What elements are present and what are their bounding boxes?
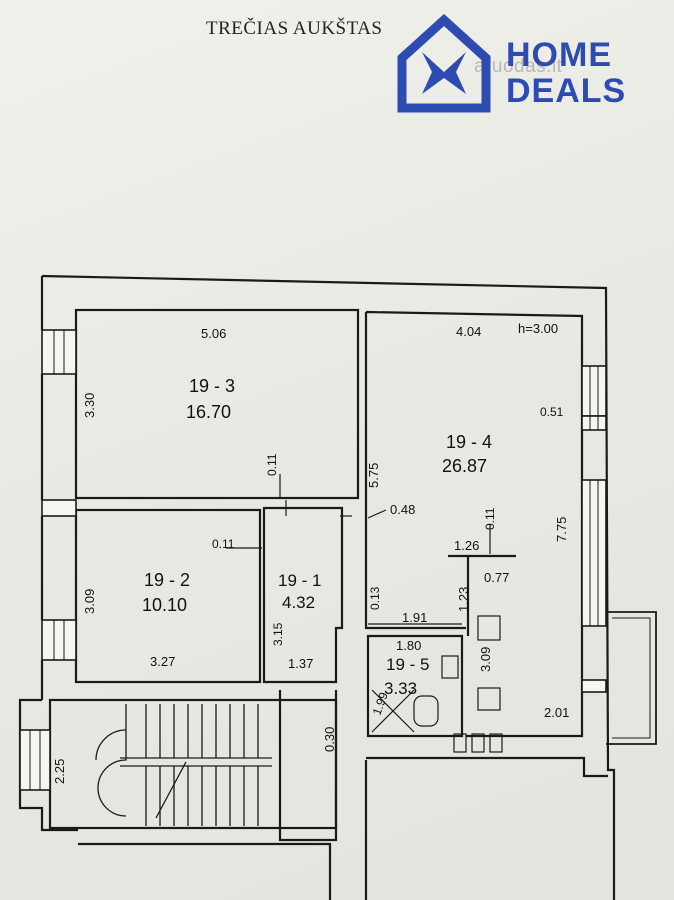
ceiling-height: h=3.00 bbox=[518, 321, 558, 336]
dim-1-80: 1.80 bbox=[396, 638, 421, 653]
dim-1-99: 1.99 bbox=[370, 690, 391, 717]
room-19-4-id: 19 - 4 bbox=[446, 432, 492, 452]
logo-text: HOME DEALS bbox=[506, 38, 626, 108]
window-left-bottom bbox=[41, 619, 77, 661]
dim-3-09-b: 3.09 bbox=[478, 647, 493, 672]
dim-5-06: 5.06 bbox=[201, 326, 226, 341]
room-19-2-wall bbox=[74, 508, 262, 684]
room-19-5-area: 3.33 bbox=[384, 679, 417, 698]
bathroom-fixtures bbox=[371, 615, 503, 753]
dim-0-13: 0.13 bbox=[368, 586, 382, 610]
balcony bbox=[606, 611, 657, 745]
dim-5-75: 5.75 bbox=[366, 463, 381, 488]
dim-3-09-a: 3.09 bbox=[82, 589, 97, 614]
window-stair bbox=[19, 729, 51, 791]
dimension-ticks bbox=[226, 474, 491, 625]
dim-0-11-c: 0.11 bbox=[483, 507, 497, 530]
room-19-3-area: 16.70 bbox=[186, 402, 231, 422]
staircase bbox=[95, 704, 272, 826]
room-19-1-wall bbox=[262, 506, 344, 684]
room-19-5-wall bbox=[366, 634, 464, 738]
room-19-3-wall bbox=[74, 308, 360, 500]
room-19-1-area: 4.32 bbox=[282, 593, 315, 612]
dim-1-37: 1.37 bbox=[288, 656, 313, 671]
corridor-wall bbox=[278, 690, 338, 842]
lower-wall-right bbox=[366, 756, 608, 778]
dim-3-30: 3.30 bbox=[82, 393, 97, 418]
dim-4-04: 4.04 bbox=[456, 324, 481, 339]
dim-0-48: 0.48 bbox=[390, 502, 415, 517]
lower-wall-bottom bbox=[78, 842, 332, 900]
dim-3-27: 3.27 bbox=[150, 654, 175, 669]
window-left-mid bbox=[41, 499, 77, 517]
room-19-4-area: 26.87 bbox=[442, 456, 487, 476]
room-19-2-id: 19 - 2 bbox=[144, 570, 190, 590]
dim-3-15: 3.15 bbox=[271, 622, 285, 646]
dim-0-30: 0.30 bbox=[322, 727, 337, 752]
dim-0-77: 0.77 bbox=[484, 570, 509, 585]
room-19-3-id: 19 - 3 bbox=[189, 376, 235, 396]
dim-1-26: 1.26 bbox=[454, 538, 479, 553]
dim-1-23: 1.23 bbox=[456, 587, 471, 612]
window-right-mid bbox=[581, 415, 607, 431]
outer-wall-left-lower bbox=[18, 698, 78, 832]
dim-2-25: 2.25 bbox=[52, 759, 67, 784]
room-19-5-id: 19 - 5 bbox=[386, 655, 429, 674]
home-deals-logo: HOME DEALS bbox=[394, 14, 644, 114]
window-right-top bbox=[581, 365, 607, 417]
floor-title: TREČIAS AUKŠTAS bbox=[206, 18, 383, 39]
outer-wall-top-right bbox=[41, 274, 616, 900]
dim-0-11-b: 0.11 bbox=[212, 537, 235, 551]
logo-line1: HOME bbox=[506, 36, 612, 74]
partition-19-4 bbox=[448, 554, 516, 636]
window-right-long bbox=[581, 479, 607, 627]
dim-2-01: 2.01 bbox=[544, 705, 569, 720]
room-19-2-area: 10.10 bbox=[142, 595, 187, 615]
logo-line2: DEALS bbox=[506, 72, 627, 110]
balcony-inner bbox=[612, 617, 651, 739]
room-19-1-id: 19 - 1 bbox=[278, 571, 321, 590]
window-right-small bbox=[581, 679, 607, 693]
dim-1-91: 1.91 bbox=[402, 610, 427, 625]
window-glazing bbox=[29, 330, 599, 790]
dim-0-51: 0.51 bbox=[540, 405, 564, 419]
house-x-icon bbox=[397, 14, 491, 113]
watermark: aruodas.lt bbox=[474, 56, 563, 77]
window-left-top bbox=[41, 329, 77, 375]
dim-0-11-a: 0.11 bbox=[265, 453, 279, 476]
dim-7-75: 7.75 bbox=[554, 517, 569, 542]
stair-enclosure bbox=[48, 698, 338, 830]
